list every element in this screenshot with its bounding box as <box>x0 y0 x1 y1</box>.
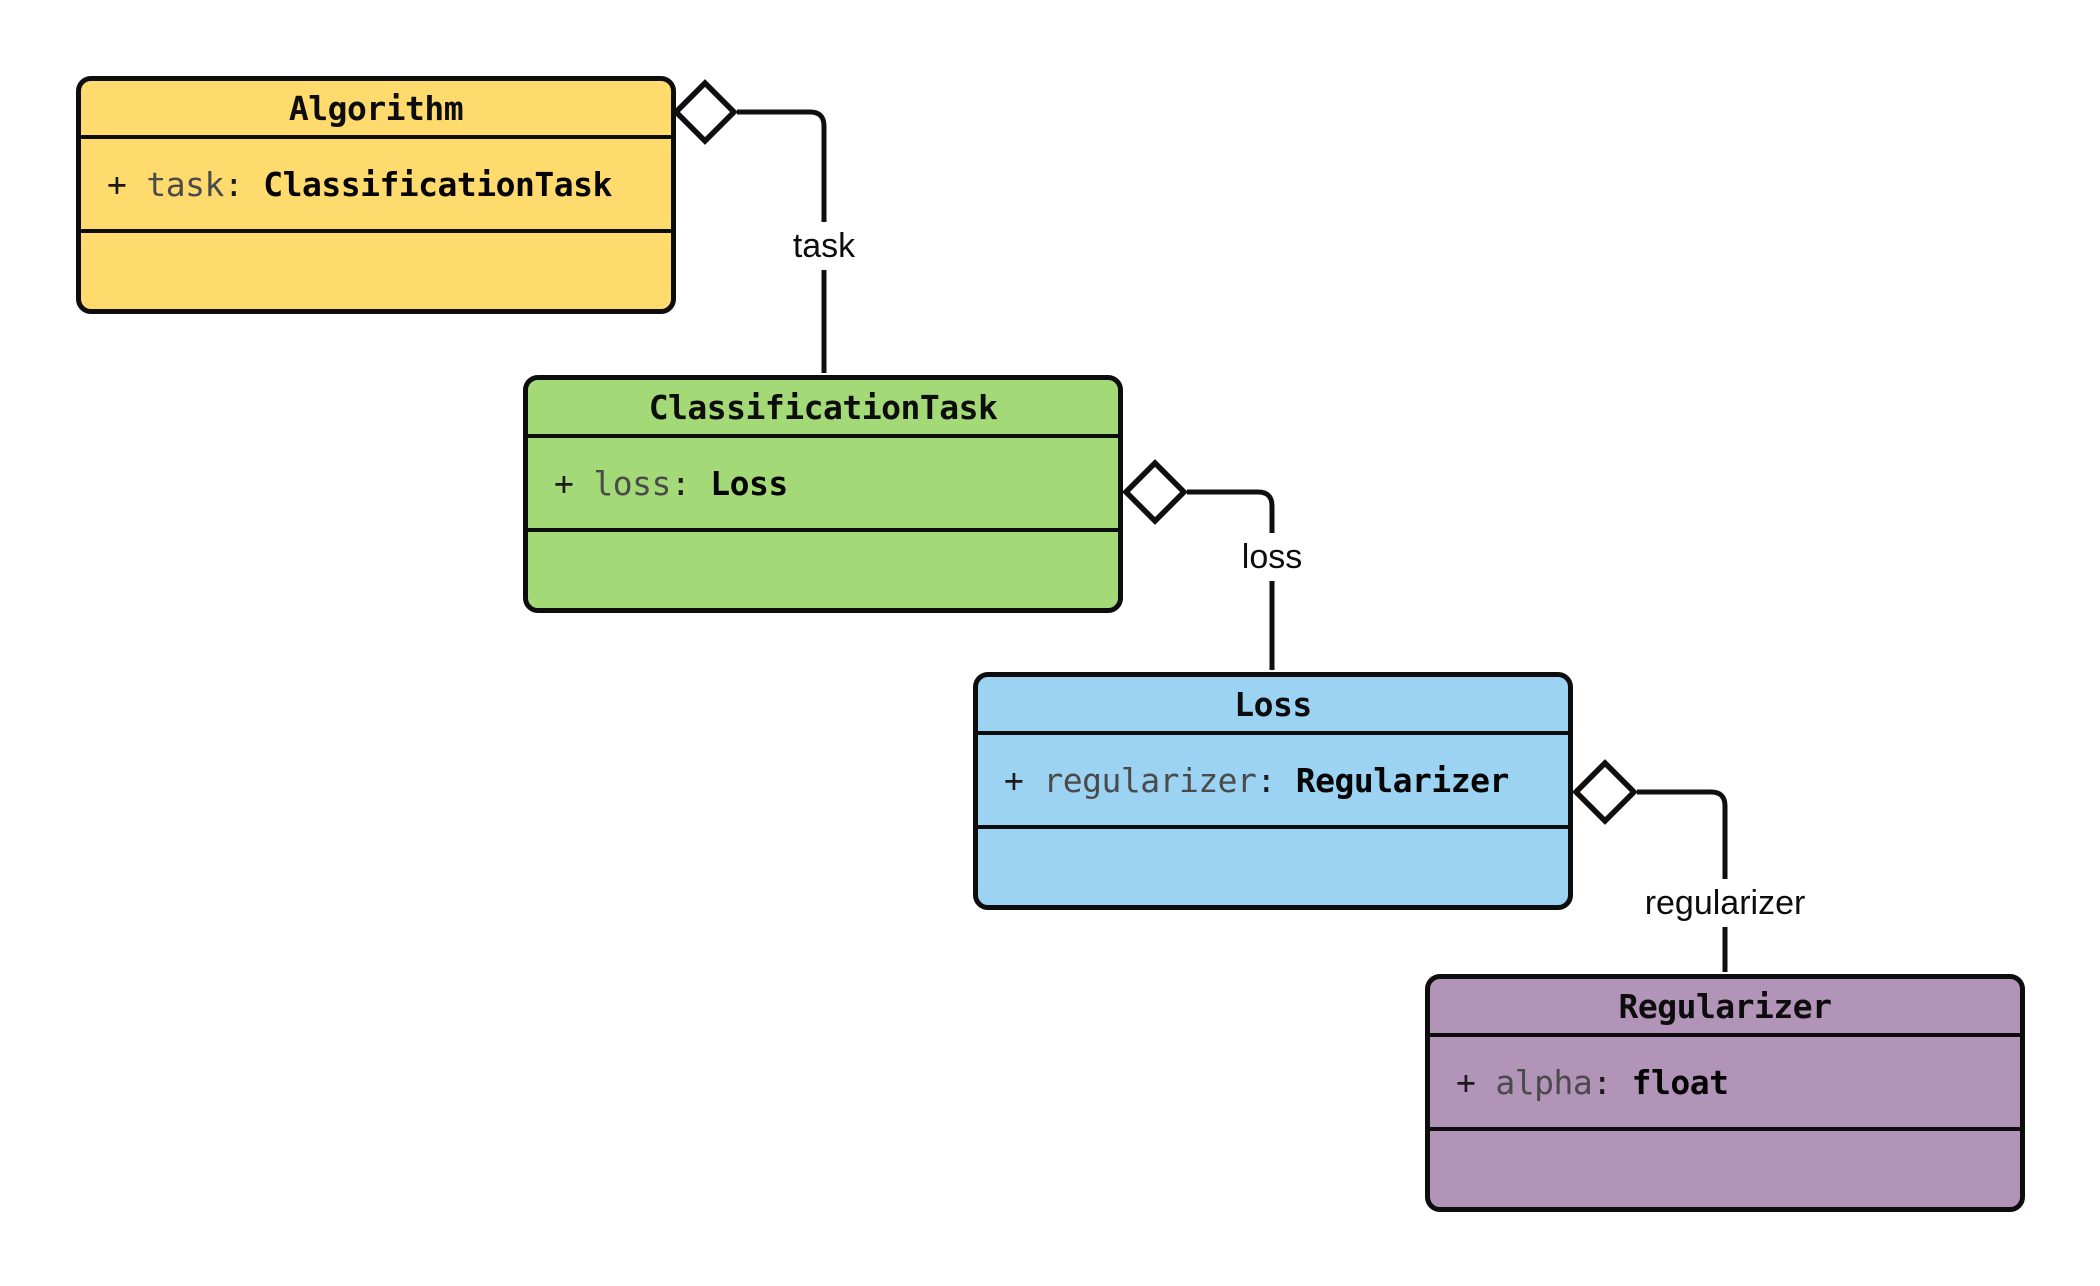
class-box-classificationtask: ClassificationTask + loss: Loss <box>523 375 1123 613</box>
edge-label-regularizer: regularizer <box>1641 879 1809 927</box>
class-box-loss: Loss + regularizer: Regularizer <box>973 672 1573 910</box>
relation-line-loss <box>1187 489 1275 670</box>
class-attributes: + loss: Loss <box>528 434 1118 528</box>
class-title: Loss <box>1234 684 1312 724</box>
attribute-type: Loss <box>710 463 788 503</box>
attribute-visibility: + <box>554 463 574 503</box>
class-attributes: + alpha: float <box>1430 1033 2020 1127</box>
attribute-type: ClassificationTask <box>263 164 612 204</box>
attribute-separator: : <box>1592 1062 1612 1102</box>
attribute-separator: : <box>223 164 244 204</box>
attribute-type: Regularizer <box>1295 760 1510 800</box>
attribute-name: alpha <box>1495 1062 1593 1102</box>
class-methods-empty <box>1430 1127 2020 1203</box>
attribute-name: task <box>146 164 224 204</box>
aggregation-diamond-loss <box>1122 459 1188 525</box>
attribute-type: float <box>1631 1062 1729 1102</box>
attribute-visibility: + <box>1456 1062 1476 1102</box>
attribute-visibility: + <box>1004 760 1024 800</box>
attribute-name: loss <box>593 463 671 503</box>
aggregation-diamond-task <box>672 79 738 145</box>
aggregation-diamond-regularizer <box>1572 759 1638 825</box>
class-title: ClassificationTask <box>648 387 998 427</box>
class-title: Regularizer <box>1618 986 1832 1026</box>
edge-label-loss: loss <box>1238 533 1306 581</box>
class-methods-empty <box>528 528 1118 604</box>
attribute-visibility: + <box>107 164 127 204</box>
class-title: Algorithm <box>288 88 464 128</box>
class-attributes: + task: ClassificationTask <box>81 135 671 229</box>
edge-label-task: task <box>789 222 859 270</box>
class-box-regularizer: Regularizer + alpha: float <box>1425 974 2025 1212</box>
class-box-algorithm: Algorithm + task: ClassificationTask <box>76 76 676 314</box>
attribute-separator: : <box>1256 760 1276 800</box>
attribute-name: regularizer <box>1043 760 1257 800</box>
class-methods-empty <box>81 229 671 305</box>
class-methods-empty <box>978 825 1568 901</box>
attribute-separator: : <box>670 463 691 503</box>
class-attributes: + regularizer: Regularizer <box>978 731 1568 825</box>
